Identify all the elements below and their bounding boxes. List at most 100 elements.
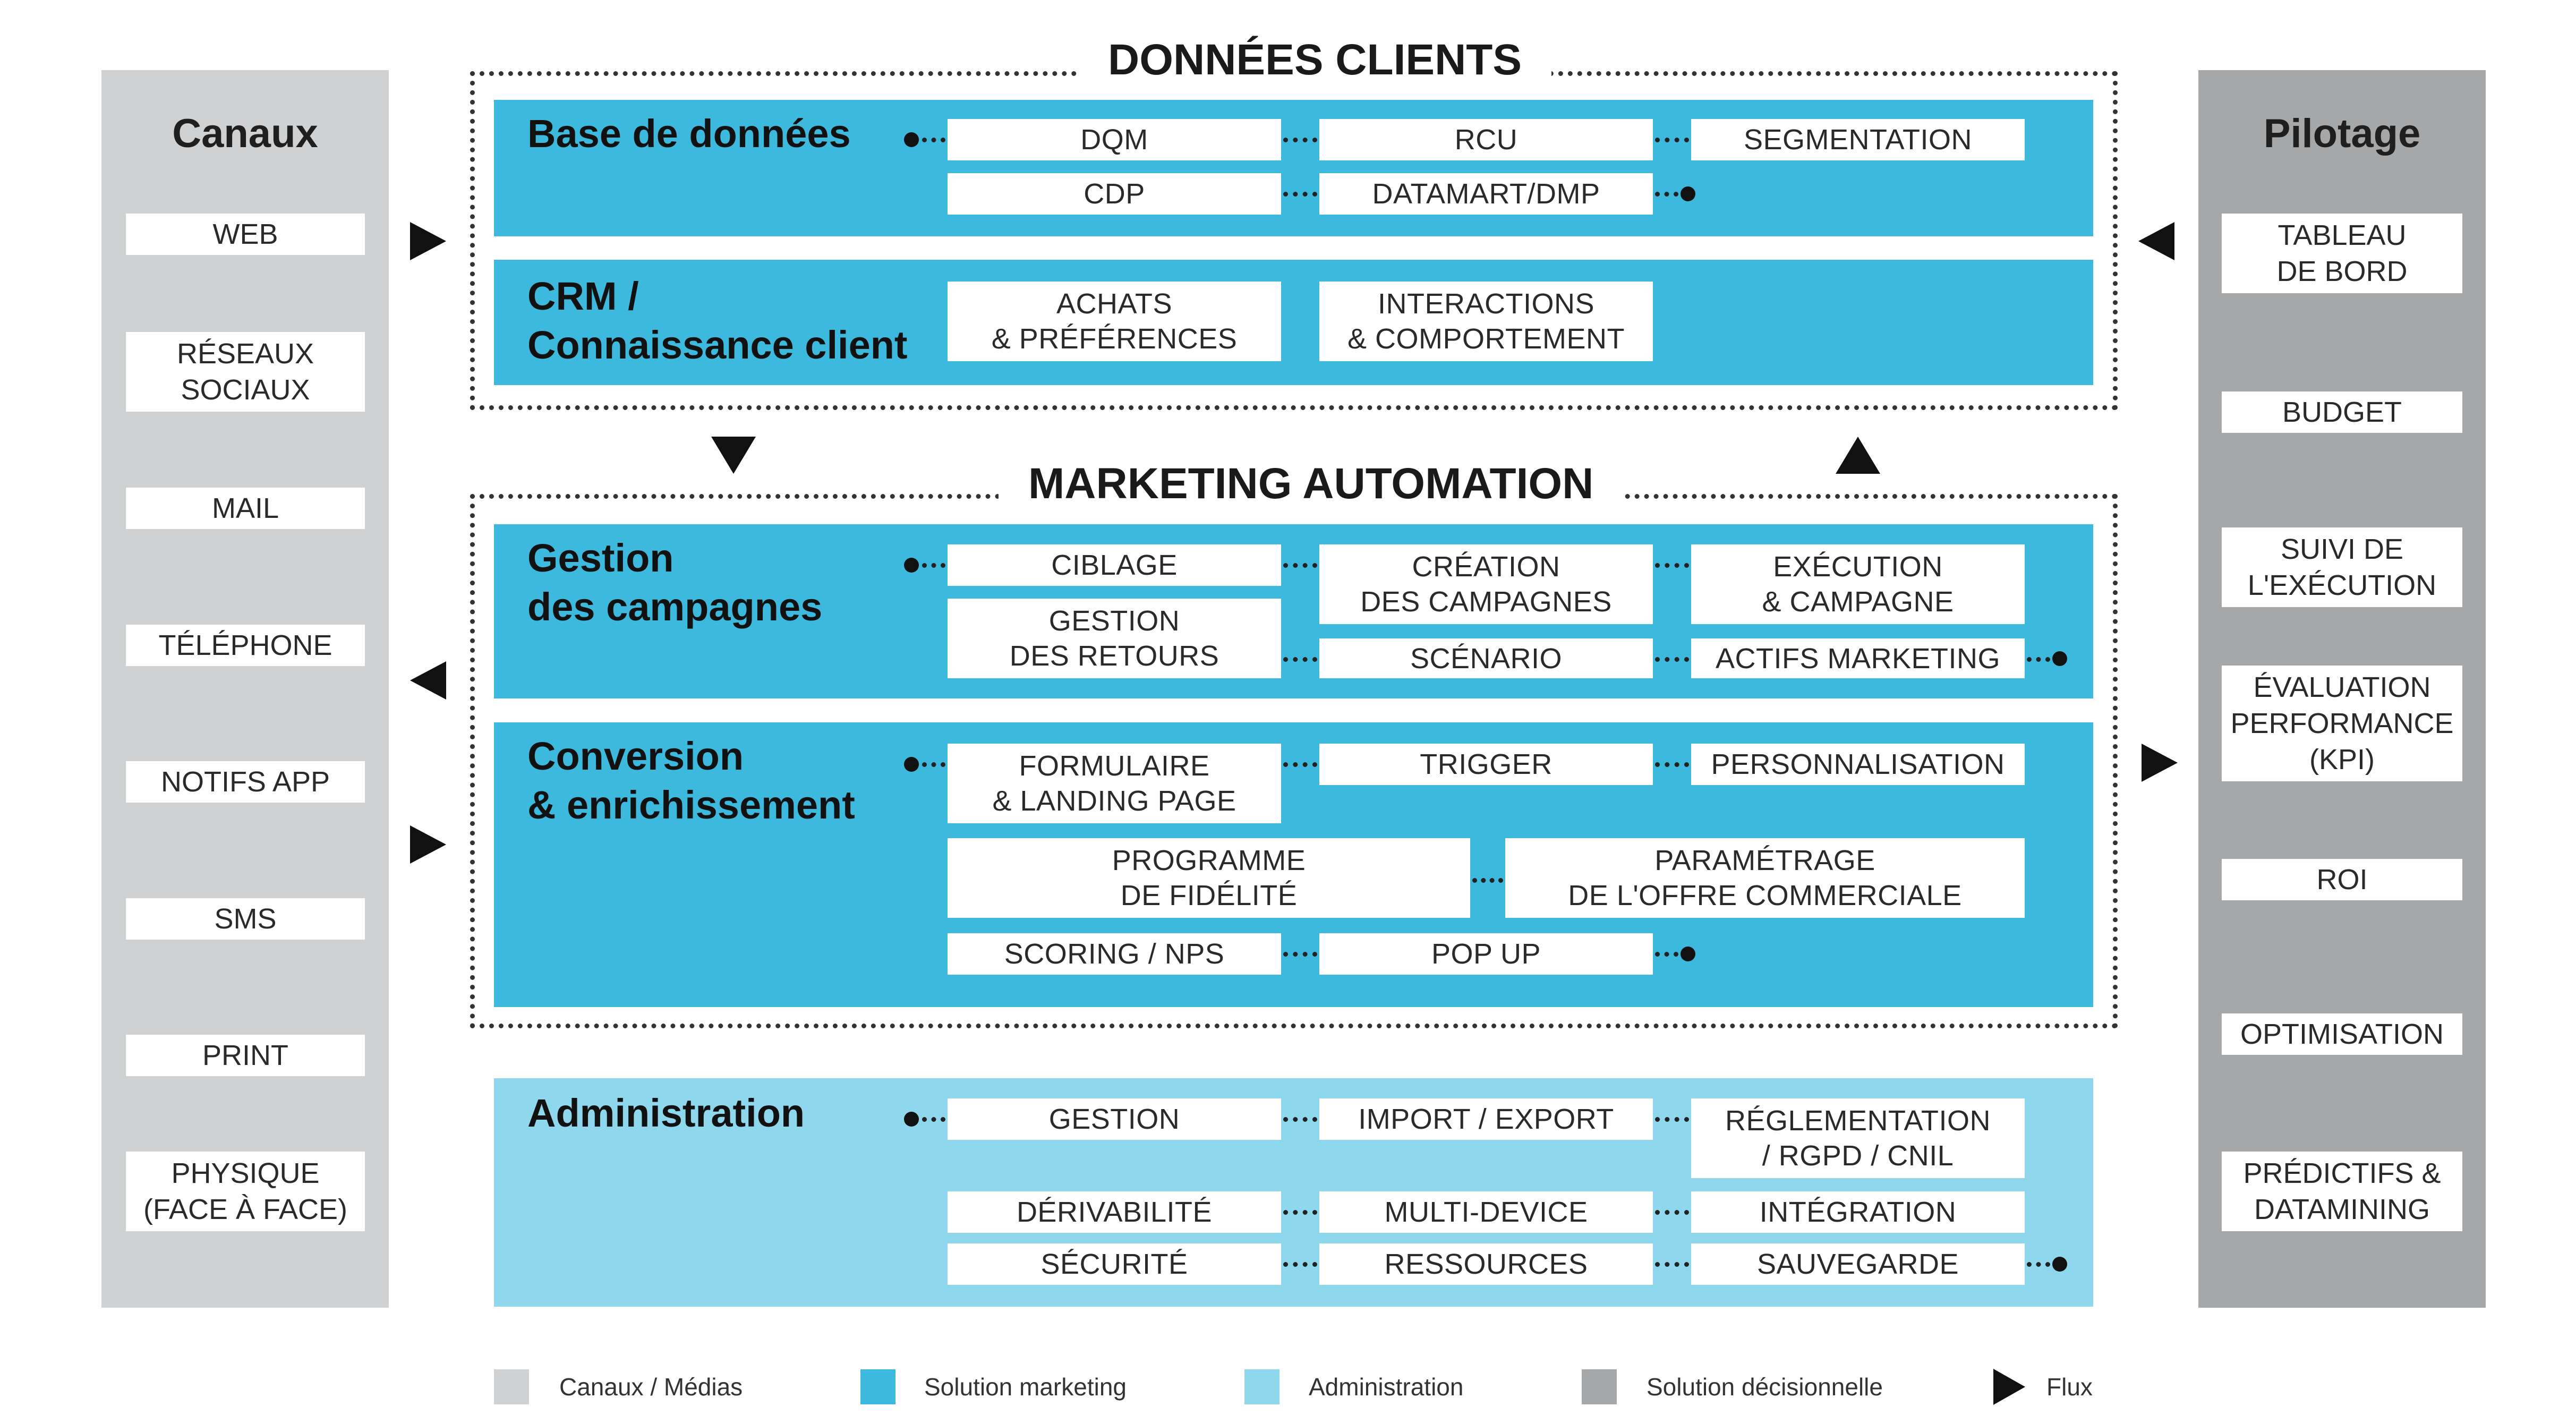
canal-print: PRINT (126, 1035, 365, 1076)
box-programme-fidelite: PROGRAMME DE FIDÉLITÉ (948, 838, 1470, 918)
box-dqm: DQM (948, 119, 1281, 160)
legend-swatch-solution-decisionnelle (1582, 1369, 1617, 1404)
connector-dots (1283, 563, 1317, 568)
canal-web: WEB (126, 214, 365, 255)
box-ciblage: CIBLAGE (948, 544, 1281, 586)
flux-arrow-icon (2138, 222, 2174, 260)
connector-dots (1655, 1262, 1689, 1267)
connector-start-dot (904, 132, 919, 147)
flux-arrow-icon (2142, 744, 2178, 782)
box-gestion-retours: GESTION DES RETOURS (948, 599, 1281, 678)
connector-dots (1283, 952, 1317, 957)
box-personnalisation: PERSONNALISATION (1691, 744, 2025, 785)
flux-arrow-icon (1993, 1369, 2025, 1405)
pilotage-tableau-de-bord: TABLEAU DE BORD (2222, 214, 2462, 293)
box-actifs-marketing: ACTIFS MARKETING (1691, 638, 2025, 678)
legend-label-administration: Administration (1309, 1373, 1464, 1401)
box-trigger: TRIGGER (1319, 744, 1653, 785)
box-ressources: RESSOURCES (1319, 1243, 1653, 1285)
canal-reseaux-sociaux: RÉSEAUX SOCIAUX (126, 332, 365, 412)
box-cdp: CDP (948, 173, 1281, 215)
box-formulaire-landing: FORMULAIRE & LANDING PAGE (948, 744, 1281, 823)
connector-dots (1655, 762, 1689, 767)
connector-dots (922, 563, 945, 568)
box-parametrage-offre: PARAMÉTRAGE DE L'OFFRE COMMERCIALE (1505, 838, 2025, 918)
legend-label-canaux: Canaux / Médias (559, 1373, 743, 1401)
connector-dots (1655, 563, 1689, 568)
legend-label-flux: Flux (2046, 1373, 2093, 1401)
connector-dots (1472, 878, 1503, 883)
connector-dots (1283, 1117, 1317, 1122)
canal-physique: PHYSIQUE (FACE À FACE) (126, 1152, 365, 1231)
marketing-automation-title: MARKETING AUTOMATION (999, 459, 1624, 509)
connector-dots (1655, 952, 1678, 957)
canaux-column: Canaux (101, 70, 389, 1308)
connector-dots (1655, 657, 1689, 662)
legend-label-solution-marketing: Solution marketing (924, 1373, 1127, 1401)
canal-mail: MAIL (126, 488, 365, 529)
legend-swatch-solution-marketing (860, 1369, 895, 1404)
canal-telephone: TÉLÉPHONE (126, 625, 365, 666)
connector-end-dot (1681, 186, 1695, 201)
connector-dots (1283, 1262, 1317, 1267)
pilotage-predictifs: PRÉDICTIFS & DATAMINING (2222, 1152, 2462, 1231)
box-derivabilite: DÉRIVABILITÉ (948, 1191, 1281, 1233)
connector-dots (1655, 1117, 1689, 1122)
pilotage-budget: BUDGET (2222, 391, 2462, 433)
canal-sms: SMS (126, 898, 365, 940)
box-pop-up: POP UP (1319, 933, 1653, 975)
canaux-title: Canaux (172, 111, 318, 156)
flux-arrow-icon (711, 437, 756, 474)
connector-end-dot (1681, 947, 1695, 961)
legend-swatch-canaux (494, 1369, 529, 1404)
box-creation-campagnes: CRÉATION DES CAMPAGNES (1319, 544, 1653, 624)
box-achats-preferences: ACHATS & PRÉFÉRENCES (948, 282, 1281, 361)
box-multi-device: MULTI-DEVICE (1319, 1191, 1653, 1233)
connector-dots (1655, 192, 1678, 197)
connector-dots (1283, 657, 1317, 662)
box-securite: SÉCURITÉ (948, 1243, 1281, 1285)
box-execution-campagne: EXÉCUTION & CAMPAGNE (1691, 544, 2025, 624)
box-import-export: IMPORT / EXPORT (1319, 1098, 1653, 1140)
base-de-donnees-title: Base de données (527, 112, 851, 156)
pilotage-evaluation-performance: ÉVALUATION PERFORMANCE (KPI) (2222, 666, 2462, 781)
connector-dots (1283, 138, 1317, 142)
flux-arrow-icon (410, 222, 446, 260)
flux-arrow-icon (410, 661, 446, 700)
box-gestion-admin: GESTION (948, 1098, 1281, 1140)
conversion-title: Conversion & enrichissement (527, 734, 855, 827)
pilotage-optimisation: OPTIMISATION (2222, 1013, 2462, 1055)
canal-notifs-app: NOTIFS APP (126, 761, 365, 803)
connector-end-dot (2052, 1257, 2067, 1272)
pilotage-suivi-execution: SUIVI DE L'EXÉCUTION (2222, 527, 2462, 607)
donnees-clients-title: DONNÉES CLIENTS (1078, 35, 1552, 85)
connector-dots (1655, 138, 1689, 142)
connector-dots (1283, 192, 1317, 197)
box-reglementation: RÉGLEMENTATION / RGPD / CNIL (1691, 1098, 2025, 1178)
connector-dots (922, 138, 945, 142)
connector-dots (2027, 657, 2050, 662)
connector-end-dot (2052, 651, 2067, 666)
pilotage-roi: ROI (2222, 859, 2462, 900)
connector-dots (1283, 762, 1317, 767)
connector-start-dot (904, 757, 919, 772)
box-rcu: RCU (1319, 119, 1653, 160)
connector-start-dot (904, 558, 919, 573)
pilotage-title: Pilotage (2263, 111, 2421, 156)
flux-arrow-icon (410, 825, 446, 864)
administration-title: Administration (527, 1091, 805, 1135)
connector-dots (1283, 1210, 1317, 1215)
connector-dots (922, 1117, 945, 1122)
box-segmentation: SEGMENTATION (1691, 119, 2025, 160)
connector-dots (922, 762, 945, 767)
legend-label-solution-decisionnelle: Solution décisionnelle (1647, 1373, 1883, 1401)
crm-title: CRM / Connaissance client (527, 274, 908, 367)
box-scoring-nps: SCORING / NPS (948, 933, 1281, 975)
box-integration: INTÉGRATION (1691, 1191, 2025, 1233)
box-interactions-comportement: INTERACTIONS & COMPORTEMENT (1319, 282, 1653, 361)
crm-panel (494, 260, 2093, 385)
box-datamart-dmp: DATAMART/DMP (1319, 173, 1653, 215)
box-sauvegarde: SAUVEGARDE (1691, 1243, 2025, 1285)
connector-start-dot (904, 1112, 919, 1127)
box-scenario: SCÉNARIO (1319, 638, 1653, 678)
